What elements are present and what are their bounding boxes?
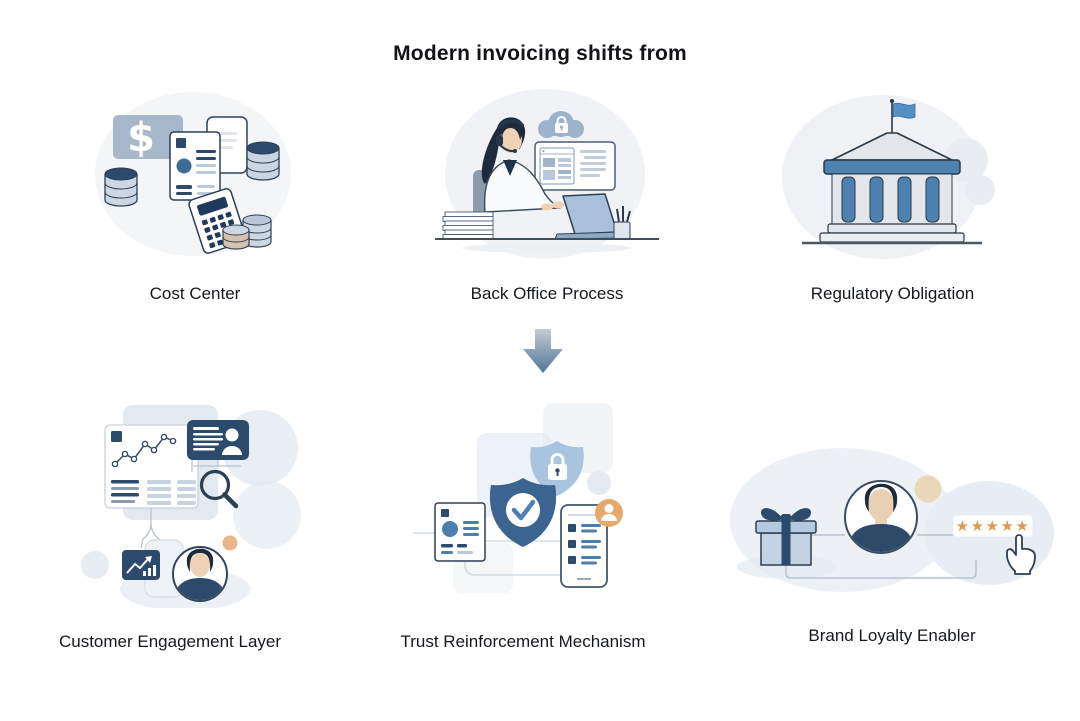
small-coins-icon <box>222 214 272 250</box>
to-item-brand-loyalty-enabler: ★★★★★ Brand Loyalty Enabler <box>727 425 1057 646</box>
connector-line <box>785 534 977 579</box>
secure-cloud-icon <box>538 111 584 138</box>
label-trust-reinforcement-mechanism: Trust Reinforcement Mechanism <box>400 632 646 651</box>
star-rating-panel: ★★★★★ <box>952 514 1034 538</box>
hand-cursor-icon <box>1006 534 1036 575</box>
pen-cup-icon <box>613 206 631 240</box>
svg-text:$: $ <box>127 115 155 161</box>
blob-accent <box>233 481 301 549</box>
laptop-icon <box>554 193 626 240</box>
customer-avatar-icon <box>172 546 228 602</box>
down-arrow-icon <box>523 329 563 373</box>
shield-check-lock-documents-illustration <box>413 403 623 593</box>
user-badge-icon <box>595 499 623 527</box>
to-item-trust-reinforcement-mechanism: Trust Reinforcement Mechanism <box>393 393 653 652</box>
from-item-regulatory-obligation: Regulatory Obligation <box>770 82 1015 304</box>
dollar-bill-icon: $ <box>113 115 183 161</box>
gift-avatar-five-star-rating-illustration: ★★★★★ <box>730 448 1054 592</box>
orange-dot-accent <box>222 535 238 551</box>
label-customer-engagement-layer: Customer Engagement Layer <box>58 632 282 651</box>
blob-accent <box>965 175 995 205</box>
checkmark-shield-icon <box>489 478 557 547</box>
support-agent-laptop-secure-cloud-illustration <box>435 89 659 259</box>
growth-chart-card-icon <box>122 550 160 580</box>
customer-avatar-icon <box>844 480 918 554</box>
checklist-tablet-icon <box>560 504 608 588</box>
support-agent-person <box>481 117 564 213</box>
page-title: Modern invoicing shifts from <box>393 42 687 65</box>
government-building-flag-illustration <box>782 95 995 259</box>
five-star-rating: ★★★★★ <box>956 517 1031 535</box>
connector-line <box>191 460 241 472</box>
analytics-dashboard-icon <box>104 424 199 509</box>
from-item-back-office-process: Back Office Process <box>427 82 667 304</box>
browser-windows-icon <box>534 141 616 191</box>
coin-stack-left-icon <box>104 167 138 207</box>
coin-stack-right-icon <box>246 141 280 181</box>
chair-icon <box>473 170 487 218</box>
blob-accent <box>81 551 109 579</box>
magnifier-icon <box>199 469 239 509</box>
gift-box-icon <box>755 508 817 566</box>
invoice-document-icon <box>169 131 221 201</box>
document-icon <box>434 502 486 562</box>
profile-id-card-icon <box>187 420 249 460</box>
flag-icon <box>890 99 916 134</box>
blob-accent <box>587 471 611 495</box>
transition-arrow <box>515 327 571 375</box>
label-brand-loyalty-enabler: Brand Loyalty Enabler <box>808 626 976 645</box>
connector-line <box>140 508 172 552</box>
tan-dot-accent <box>914 475 942 503</box>
label-regulatory-obligation: Regulatory Obligation <box>810 284 975 303</box>
label-cost-center: Cost Center <box>149 284 241 303</box>
government-building-icon <box>819 132 965 243</box>
lock-shield-icon <box>530 441 584 496</box>
from-item-cost-center: $ <box>75 82 315 304</box>
paper-stack-icon <box>442 211 494 240</box>
floor-shadow <box>462 243 632 253</box>
label-back-office-process: Back Office Process <box>470 284 624 303</box>
analytics-dashboard-profile-search-avatar-illustration <box>81 405 301 608</box>
to-item-customer-engagement-layer: Customer Engagement Layer <box>35 393 305 652</box>
money-documents-coins-calculator-illustration: $ <box>95 92 291 256</box>
